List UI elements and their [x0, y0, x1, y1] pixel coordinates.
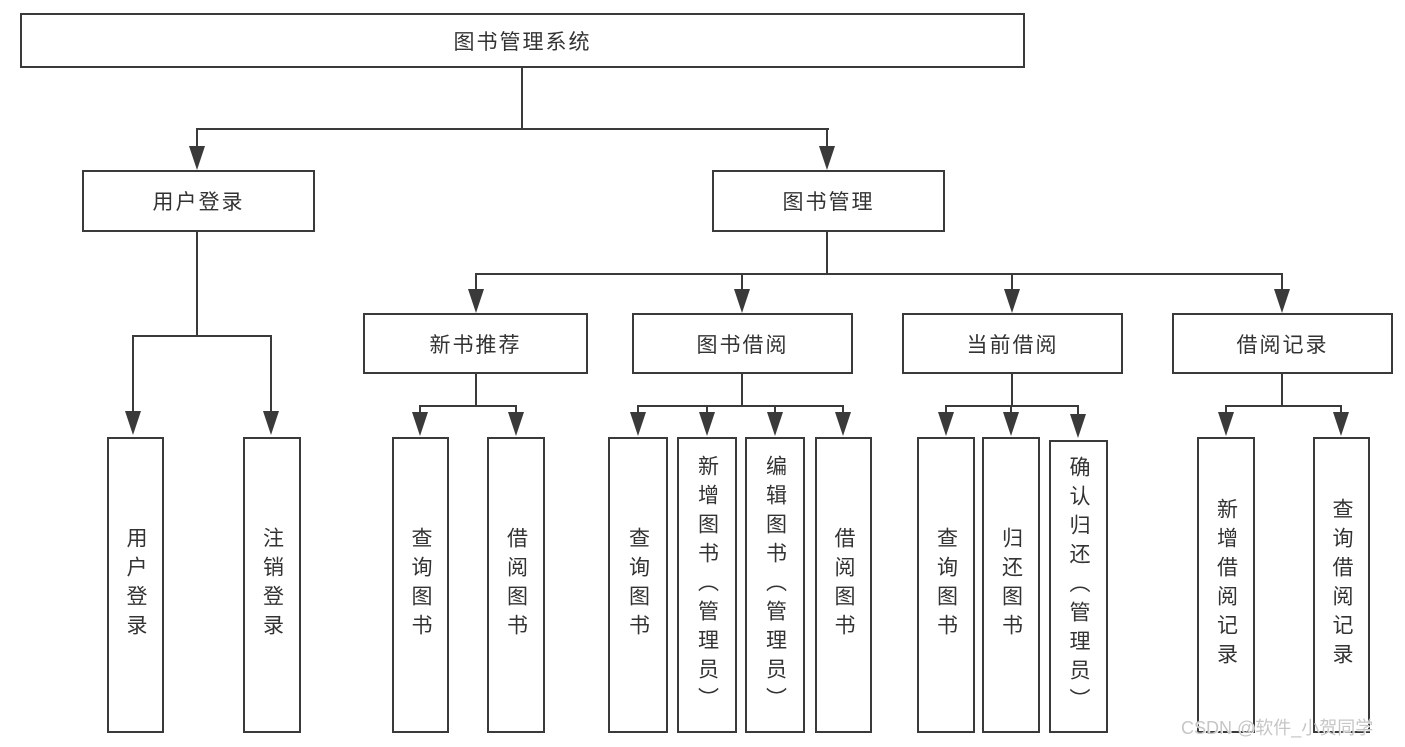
arrowhead-icon — [734, 289, 750, 313]
node-borrowing-records: 借阅记录 — [1172, 313, 1393, 374]
connector-newbook-horizontal — [419, 405, 517, 407]
node-current-borrowing: 当前借阅 — [902, 313, 1123, 374]
connector-records-leg — [1225, 405, 1227, 414]
connector-bookmgmt-leg — [475, 273, 477, 291]
connector-records-stem — [1281, 374, 1283, 405]
connector-bookmgmt-leg — [741, 273, 743, 291]
leaf-add-books-admin: 新增图书（管理员） — [677, 437, 737, 733]
connector-records-leg — [1340, 405, 1342, 414]
connector-current-stem — [1011, 374, 1013, 405]
connector-borrowing-leg — [842, 405, 844, 414]
arrowhead-icon — [189, 146, 205, 170]
node-user-login: 用户登录 — [82, 170, 315, 232]
arrowhead-icon — [1218, 412, 1234, 436]
leaf-return-books: 归还图书 — [982, 437, 1040, 733]
arrowhead-icon — [938, 412, 954, 436]
connector-root-horizontal — [196, 128, 829, 130]
arrowhead-icon — [125, 411, 141, 435]
arrowhead-icon — [1333, 412, 1349, 436]
leaf-query-borrow-record: 查询借阅记录 — [1313, 437, 1370, 733]
leaf-query-books: 查询图书 — [917, 437, 975, 733]
connector-borrowing-stem — [741, 374, 743, 405]
arrowhead-icon — [412, 412, 428, 436]
leaf-query-books: 查询图书 — [608, 437, 668, 733]
arrowhead-icon — [1003, 412, 1019, 436]
connector-current-horizontal — [945, 405, 1079, 407]
connector-userlogin-stem — [196, 232, 198, 335]
connector-root-right-leg — [826, 128, 828, 150]
arrowhead-icon — [1070, 414, 1086, 438]
leaf-edit-books-admin: 编辑图书（管理员） — [745, 437, 805, 733]
leaf-query-books: 查询图书 — [392, 437, 449, 733]
arrowhead-icon — [699, 412, 715, 436]
arrowhead-icon — [1004, 289, 1020, 313]
connector-current-leg — [945, 405, 947, 414]
connector-records-horizontal — [1225, 405, 1342, 407]
node-book-borrowing: 图书借阅 — [632, 313, 853, 374]
connector-borrowing-horizontal — [637, 405, 844, 407]
connector-userlogin-left-leg — [132, 335, 134, 413]
arrowhead-icon — [630, 412, 646, 436]
arrowhead-icon — [468, 289, 484, 313]
node-new-book-recommendation: 新书推荐 — [363, 313, 588, 374]
connector-borrowing-leg — [706, 405, 708, 414]
csdn-watermark: CSDN @软件_小贺同学 — [1181, 718, 1374, 738]
arrowhead-icon — [819, 146, 835, 170]
connector-bookmgmt-leg — [1281, 273, 1283, 291]
connector-bookmgmt-stem — [826, 232, 828, 273]
connector-userlogin-right-leg — [270, 335, 272, 413]
connector-bookmgmt-leg — [1011, 273, 1013, 291]
connector-newbook-leg — [515, 405, 517, 414]
arrowhead-icon — [263, 411, 279, 435]
connector-userlogin-horizontal — [132, 335, 272, 337]
connector-newbook-leg — [419, 405, 421, 414]
arrowhead-icon — [1274, 289, 1290, 313]
arrowhead-icon — [835, 412, 851, 436]
leaf-borrow-books: 借阅图书 — [487, 437, 545, 733]
connector-bookmgmt-horizontal — [475, 273, 1283, 275]
connector-current-leg — [1077, 405, 1079, 414]
leaf-user-login: 用户登录 — [107, 437, 164, 733]
arrowhead-icon — [508, 412, 524, 436]
leaf-confirm-return-admin: 确认归还（管理员） — [1049, 440, 1108, 733]
node-library-management-system: 图书管理系统 — [20, 13, 1025, 68]
leaf-borrow-books: 借阅图书 — [815, 437, 872, 733]
connector-borrowing-leg — [637, 405, 639, 414]
leaf-add-borrow-record: 新增借阅记录 — [1197, 437, 1255, 733]
node-book-management: 图书管理 — [712, 170, 945, 232]
leaf-logout: 注销登录 — [243, 437, 301, 733]
connector-root-left-leg — [196, 128, 198, 150]
connector-borrowing-leg — [774, 405, 776, 414]
connector-current-leg — [1010, 405, 1012, 414]
arrowhead-icon — [767, 412, 783, 436]
connector-newbook-stem — [475, 374, 477, 405]
connector-root-stem — [521, 68, 523, 128]
